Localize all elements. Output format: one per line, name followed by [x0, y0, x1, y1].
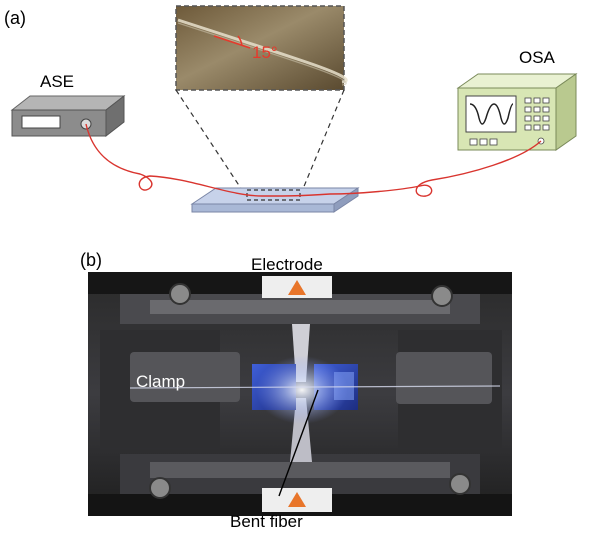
panel-b-label: (b) [80, 250, 102, 270]
ase-label: ASE [40, 72, 75, 91]
osa-label: OSA [519, 48, 555, 67]
spectrum-trace [469, 103, 514, 125]
osa-screen [465, 95, 517, 133]
screw-top-right [431, 285, 453, 307]
splicer-photo [88, 272, 512, 516]
photo-fiber [129, 385, 501, 389]
panel-a-label: (a) [4, 8, 26, 28]
panel-a [10, 5, 578, 213]
screw-bottom-left [149, 477, 171, 499]
bent-fiber-pointer [278, 389, 319, 497]
clamp-label: Clamp [136, 372, 186, 391]
bent-fiber-label: Bent fiber [230, 512, 303, 531]
screw-bottom-right [449, 473, 471, 495]
zoom-line-left [175, 89, 247, 197]
ase-source [10, 94, 126, 138]
bend-angle-label: 15° [252, 43, 278, 62]
osa-keypad [469, 97, 550, 146]
angle-arc [237, 35, 243, 47]
left-clamp [130, 352, 240, 402]
electrode-label: Electrode [251, 255, 323, 274]
optical-fiber [85, 123, 542, 197]
right-clamp [396, 352, 492, 404]
arc-glow [256, 356, 348, 424]
glass-slide [190, 187, 360, 213]
osa-analyzer [456, 73, 578, 151]
screw-top-left [169, 283, 191, 305]
ase-display [21, 115, 61, 129]
microscope-inset [175, 5, 348, 91]
zoom-line-right [299, 89, 345, 197]
